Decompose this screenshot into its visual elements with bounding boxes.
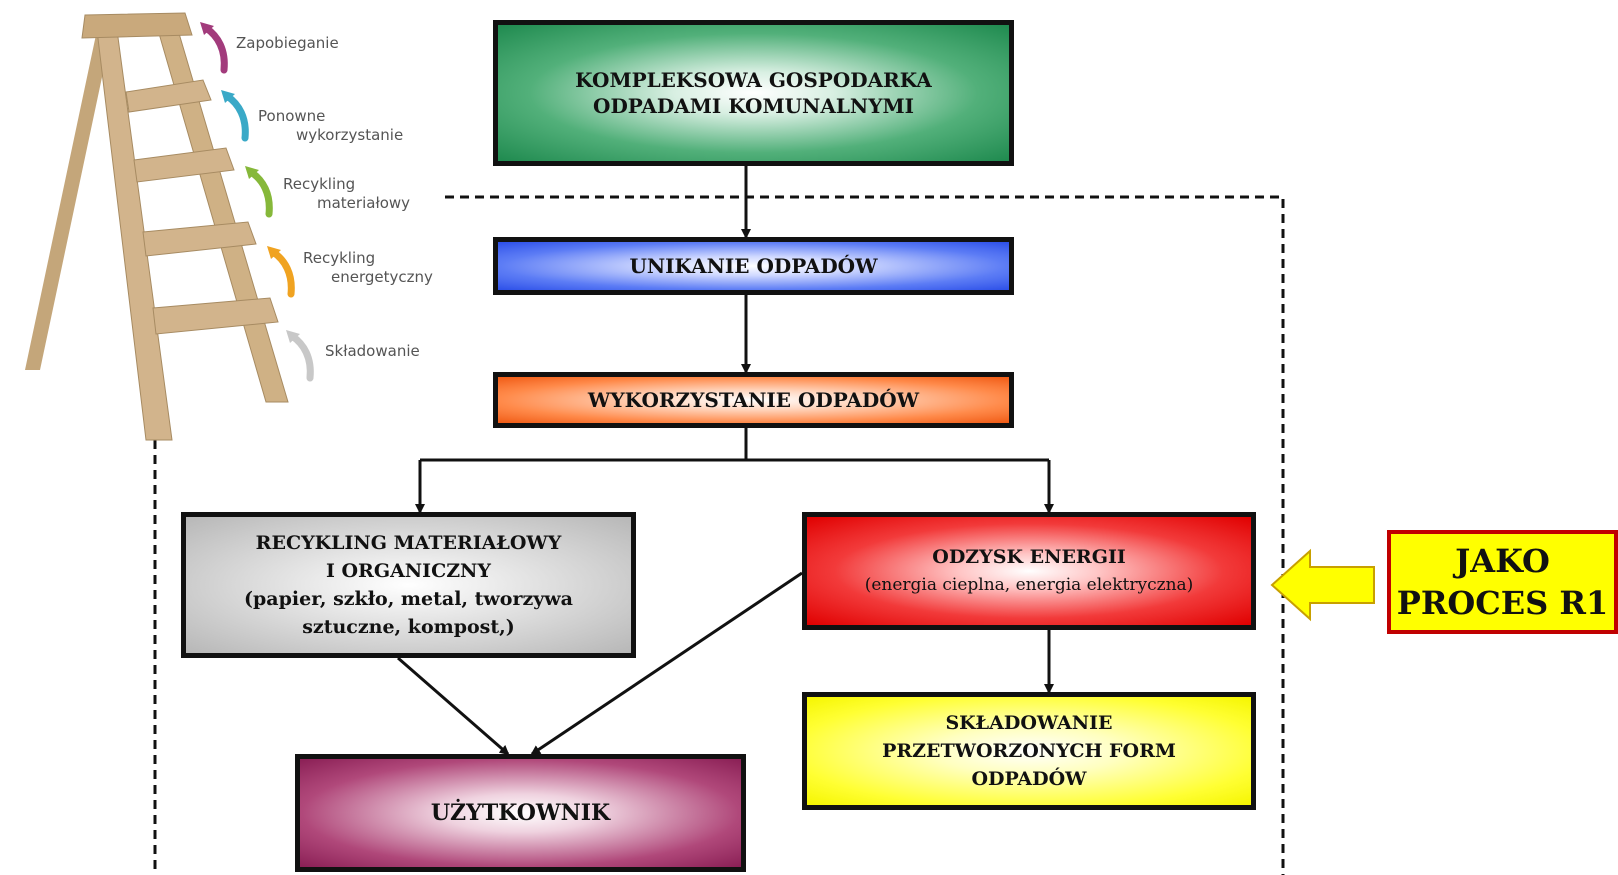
box-line: SKŁADOWANIE (945, 712, 1113, 734)
dashed-frame (153, 195, 1285, 875)
box-label: UŻYTKOWNIK (430, 800, 611, 826)
ladder-step (152, 297, 279, 335)
box-label: UNIKANIE ODPADÓW (629, 254, 878, 278)
callout-jako-proces-r1: JAKO PROCES R1 (1387, 530, 1618, 634)
box-odzysk-energii: ODZYSK ENERGII (energia cieplna, energia… (802, 512, 1256, 630)
box-kompleksowa-gospodarka: KOMPLEKSOWA GOSPODARKA ODPADAMI KOMUNALN… (493, 20, 1014, 166)
box-line: KOMPLEKSOWA GOSPODARKA (575, 68, 932, 92)
box-line: (papier, szkło, metal, tworzywa (244, 588, 573, 610)
ladder-arrow (247, 168, 273, 218)
ladder-label-line1: Ponowne (258, 107, 326, 125)
ladder-label-ponowne: Ponowne wykorzystanie (258, 107, 403, 145)
ladder-arrow-head (200, 22, 214, 35)
ladder-label-line1: Recykling (283, 175, 356, 193)
callout-line: PROCES R1 (1396, 584, 1609, 622)
ladder-label-zapobieganie: Zapobieganie (236, 34, 339, 53)
box-line: ODPADAMI KOMUNALNYMI (593, 94, 914, 118)
ladder-label-recykling-materialowy: Recykling materiałowy (283, 175, 410, 213)
box-label: WYKORZYSTANIE ODPADÓW (587, 388, 920, 412)
ladder-label-line1: Składowanie (325, 342, 420, 360)
box-line: RECYKLING MATERIAŁOWY (255, 532, 562, 554)
ladder-arrow (269, 248, 295, 298)
box-line: PRZETWORZONYCH FORM (882, 740, 1176, 762)
ladder-label-line2: energetyczny (331, 268, 433, 286)
box-line: ODZYSK ENERGII (932, 546, 1126, 568)
ladder-arrow-head (221, 90, 235, 103)
box-line: (energia cieplna, energia elektryczna) (864, 575, 1194, 595)
callout-line: JAKO (1455, 542, 1550, 580)
left-arrow-icon (1270, 548, 1375, 622)
box-line: sztuczne, kompost,) (302, 616, 515, 638)
ladder-label-skladowanie: Składowanie (325, 342, 420, 361)
ladder-label-line2: wykorzystanie (296, 126, 404, 144)
ladder-arrow-head (267, 246, 281, 259)
box-skladowanie-przetworzonych: SKŁADOWANIE PRZETWORZONYCH FORM ODPADÓW (802, 692, 1256, 810)
ladder-label-line1: Zapobieganie (236, 34, 339, 52)
ladder-arrow-head (245, 166, 259, 179)
ladder-arrow (288, 332, 314, 382)
ladder-step (142, 221, 257, 257)
ladder-arrows-overflow (286, 330, 314, 382)
ladder-illustration (25, 12, 295, 441)
ladder-arrow (202, 24, 228, 74)
ladder-top-cap (81, 12, 193, 39)
box-unikanie-odpadow: UNIKANIE ODPADÓW (493, 237, 1014, 295)
callout-arrow (1270, 548, 1375, 622)
ladder-step (133, 147, 235, 183)
box-line: I ORGANICZNY (326, 560, 491, 582)
ladder-step (125, 79, 212, 113)
ladder-arrow (223, 92, 249, 142)
box-uzytkownik: UŻYTKOWNIK (295, 754, 746, 872)
ladder-arrow-head (286, 330, 300, 343)
box-wykorzystanie-odpadow: WYKORZYSTANIE ODPADÓW (493, 372, 1014, 428)
arrow-odzysk-to-uzytkownik (530, 571, 803, 756)
box-line: ODPADÓW (971, 768, 1087, 790)
ladder-label-line1: Recykling (303, 249, 376, 267)
ladder-label-recykling-energetyczny: Recykling energetyczny (303, 249, 433, 287)
ladder-label-line2: materiałowy (317, 194, 411, 212)
ladder-back-leg (25, 30, 112, 370)
arrow-recykling-to-uzytkownik (397, 656, 510, 756)
box-recykling-materialowy: RECYKLING MATERIAŁOWY I ORGANICZNY (papi… (181, 512, 636, 658)
